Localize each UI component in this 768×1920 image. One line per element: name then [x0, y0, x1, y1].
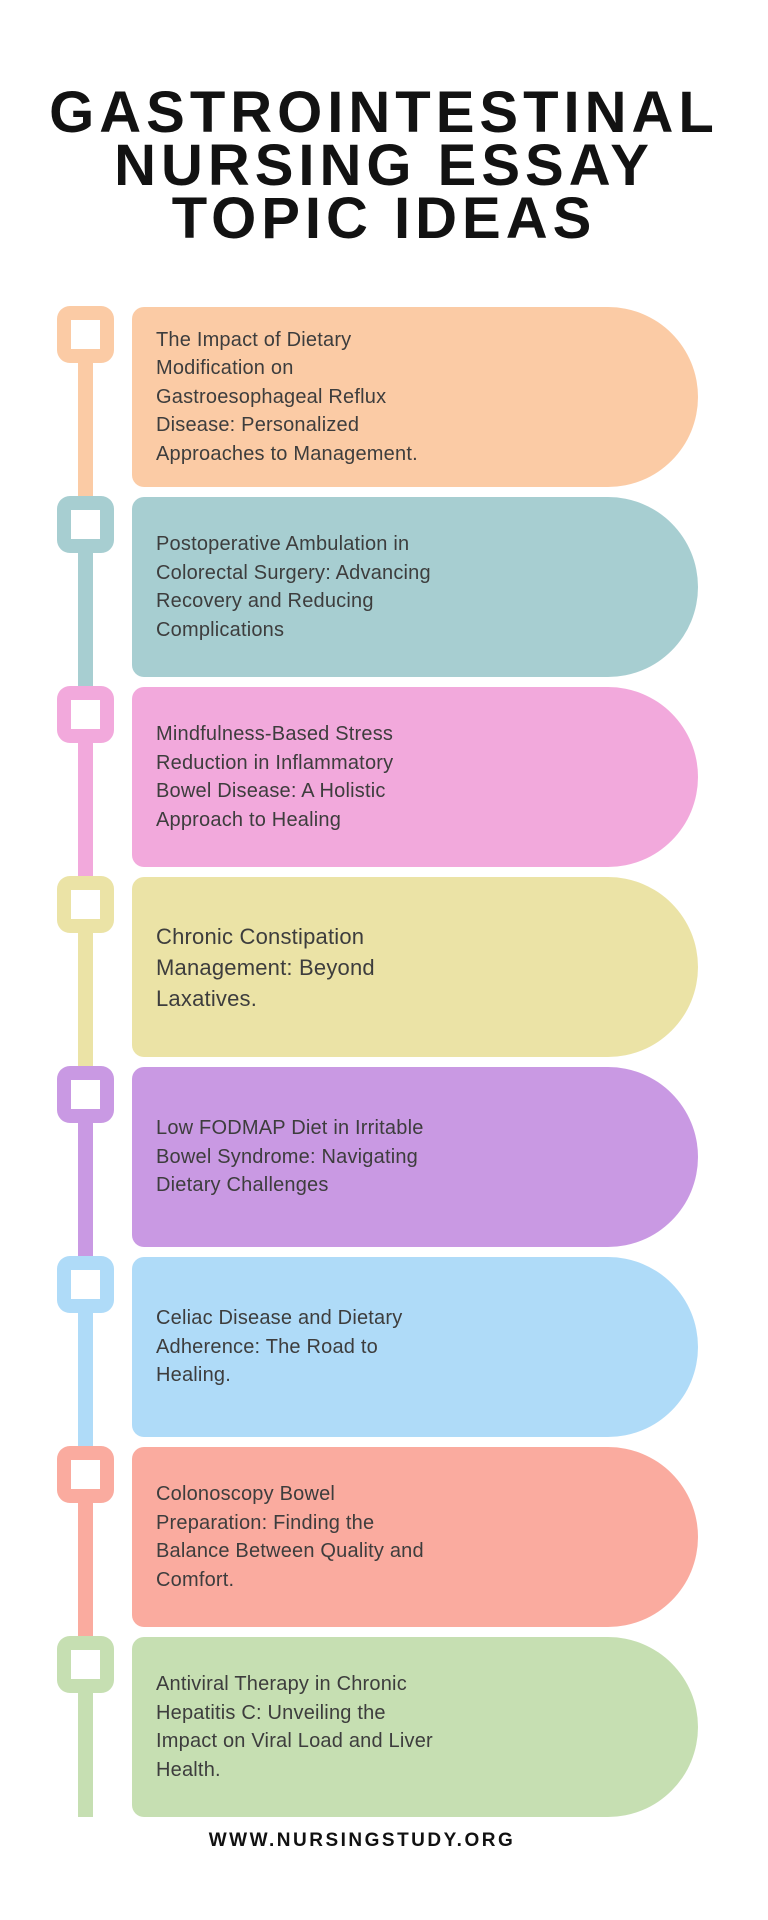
timeline-row: The Impact of Dietary Modification on Ga…	[0, 305, 768, 500]
timeline-row: Low FODMAP Diet in Irritable Bowel Syndr…	[0, 1065, 768, 1260]
footer-website-url: WWW.NURSINGSTUDY.ORG	[208, 1830, 516, 1851]
timeline-row: Celiac Disease and Dietary Adherence: Th…	[0, 1255, 768, 1450]
timeline-node-icon	[57, 1636, 114, 1693]
timeline-node-icon	[57, 1256, 114, 1313]
timeline-connector	[78, 551, 93, 690]
timeline-node-icon	[57, 1446, 114, 1503]
timeline-connector	[78, 1501, 93, 1640]
topic-card-text: Mindfulness-Based Stress Reduction in In…	[156, 723, 394, 831]
timeline-node-icon	[57, 1066, 114, 1123]
timeline-node-icon	[57, 496, 114, 553]
topic-card: The Impact of Dietary Modification on Ga…	[132, 307, 698, 487]
topic-card-text: The Impact of Dietary Modification on Ga…	[156, 328, 418, 465]
topic-card-text: Chronic Constipation Management: Beyond …	[156, 923, 375, 1011]
timeline-row: Chronic Constipation Management: Beyond …	[0, 875, 768, 1070]
topic-card: Antiviral Therapy in Chronic Hepatitis C…	[132, 1637, 698, 1817]
timeline-connector	[78, 1311, 93, 1450]
timeline-connector	[78, 1691, 93, 1817]
timeline-row: Mindfulness-Based Stress Reduction in In…	[0, 685, 768, 880]
topic-card: Postoperative Ambulation in Colorectal S…	[132, 497, 698, 677]
timeline-node-icon	[57, 876, 114, 933]
topic-card: Colonoscopy Bowel Preparation: Finding t…	[132, 1447, 698, 1627]
timeline-connector	[78, 741, 93, 880]
topic-card-text: Postoperative Ambulation in Colorectal S…	[156, 533, 431, 641]
timeline-row: Postoperative Ambulation in Colorectal S…	[0, 495, 768, 690]
topic-card: Celiac Disease and Dietary Adherence: Th…	[132, 1257, 698, 1437]
timeline-node-icon	[57, 306, 114, 363]
timeline-node-icon	[57, 686, 114, 743]
timeline-connector	[78, 931, 93, 1070]
topic-card: Low FODMAP Diet in Irritable Bowel Syndr…	[132, 1067, 698, 1247]
timeline-row: Colonoscopy Bowel Preparation: Finding t…	[0, 1445, 768, 1640]
topic-card-text: Celiac Disease and Dietary Adherence: Th…	[156, 1307, 403, 1387]
topic-card: Chronic Constipation Management: Beyond …	[132, 877, 698, 1057]
timeline-row: Antiviral Therapy in Chronic Hepatitis C…	[0, 1635, 768, 1825]
topic-card-text: Low FODMAP Diet in Irritable Bowel Syndr…	[156, 1117, 424, 1197]
page-title: GASTROINTESTINAL NURSING ESSAY TOPIC IDE…	[49, 80, 719, 251]
topic-card: Mindfulness-Based Stress Reduction in In…	[132, 687, 698, 867]
topic-card-text: Colonoscopy Bowel Preparation: Finding t…	[156, 1483, 424, 1591]
timeline-connector	[78, 1121, 93, 1260]
timeline-connector	[78, 361, 93, 500]
topic-card-text: Antiviral Therapy in Chronic Hepatitis C…	[156, 1673, 433, 1781]
